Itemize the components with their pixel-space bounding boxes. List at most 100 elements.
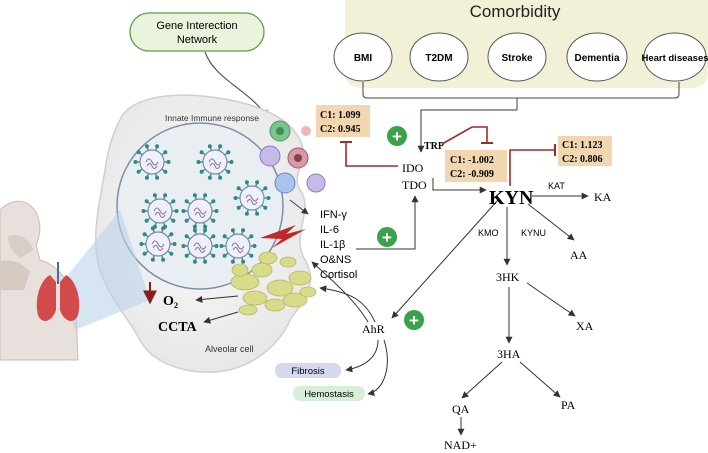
trp-label: TRP — [424, 141, 444, 152]
inhibit-line-1 — [345, 142, 398, 167]
immune-to-cytokine-arrow — [289, 199, 309, 215]
cytokine-il6: IL-6 — [320, 224, 339, 236]
fibrosis-label: Fibrosis — [291, 366, 325, 377]
cytokine-ons: O&NS — [320, 254, 351, 266]
coef-box-2: C1: -1.002 C2: -0.909 — [445, 150, 507, 182]
debris-blob — [242, 290, 268, 306]
comorbidity-dementia: Dementia — [566, 32, 628, 82]
kynu-label: KYNU — [521, 228, 546, 238]
comorbidity-to-ido-arrow — [417, 109, 517, 153]
ka-label: KA — [594, 190, 612, 204]
debris-to-o2-arrow — [195, 295, 239, 303]
virus-particle — [233, 180, 271, 216]
kmo-label: KMO — [478, 228, 499, 238]
kyn-to-aa-arrow — [527, 203, 575, 241]
virus-particle — [181, 193, 219, 229]
alveolar-label: Alveolar cell — [205, 344, 254, 354]
ido-label: IDO — [402, 161, 424, 175]
debris-blob — [288, 270, 312, 286]
3ha-label: 3HA — [497, 347, 521, 361]
comorbidity-title: Comorbidity — [470, 2, 561, 21]
hemostasis-label: Hemostasis — [304, 389, 354, 400]
comorbidity-t2dm: T2DM — [409, 32, 469, 82]
cell-debris — [230, 251, 317, 316]
comorbidity-bmi: BMI — [333, 32, 393, 82]
virus-particle — [133, 144, 171, 180]
coef3-c1: C1: 1.123 — [562, 140, 603, 151]
comorbidity-dementia-label: Dementia — [574, 53, 619, 64]
virus-particle — [219, 228, 257, 264]
comorbidity-panel: Comorbidity BMI T2DM Stroke Dementia Hea… — [333, 0, 708, 88]
virus-particle — [181, 228, 219, 264]
zoom-beam — [60, 210, 150, 330]
coef-box-1: C1: 1.099 C2: 0.945 — [316, 105, 370, 137]
virus-particle — [196, 144, 234, 180]
person-figure — [0, 200, 79, 361]
gene-network-node: Gene Interection Network — [129, 12, 265, 52]
comorbidity-bmi-label: BMI — [354, 53, 373, 64]
comorbidity-stroke-label: Stroke — [501, 53, 533, 64]
ahr-to-hemostasis-arrow — [367, 339, 388, 396]
debris-blob — [251, 262, 273, 278]
virus-particle — [139, 226, 177, 262]
kat-label: KAT — [548, 181, 565, 191]
comorbidity-heart-label: Heart diseases — [641, 53, 708, 64]
comorbidity-bracket — [362, 82, 680, 99]
xa-label: XA — [576, 319, 594, 333]
kyn-to-ahr-arrow — [391, 199, 499, 319]
trp-to-kyn-arrow — [432, 178, 487, 194]
plus-badge-comorbidity: + — [387, 126, 407, 146]
debris-blob — [266, 279, 294, 297]
3hk-to-xa-arrow — [526, 282, 576, 317]
ahr-to-fibrosis-arrow — [345, 339, 379, 373]
cytokine-ifn: IFN-γ — [320, 209, 347, 221]
plus-badge-cytokine: + — [377, 227, 397, 247]
inhibit-line-2 — [441, 126, 488, 145]
ahr-to-cytokine-arrow — [311, 261, 369, 323]
3hk-label: 3HK — [496, 270, 520, 284]
comorbidity-t2dm-label: T2DM — [425, 53, 452, 64]
coef1-c1: C1: 1.099 — [320, 110, 361, 121]
ahr-label: AhR — [362, 322, 385, 336]
inhibit-line-3 — [509, 149, 554, 186]
innate-immune-label: Innate Immune response — [165, 113, 259, 123]
plus-badge-ahr: + — [404, 310, 424, 330]
lightning-icon — [260, 225, 306, 248]
ahr-to-debris-arrow — [319, 285, 376, 323]
virus-particle — [141, 193, 179, 229]
cytokine-to-ido-arrow — [356, 195, 419, 250]
virus-cluster — [133, 144, 271, 264]
svg-text:+: + — [382, 228, 392, 247]
gene-network-line2: Network — [177, 34, 218, 46]
coef-box-3: C1: 1.123 C2: 0.806 — [558, 136, 612, 166]
tdo-label: TDO — [402, 178, 427, 192]
3ha-to-qa-arrow — [461, 361, 503, 399]
kyn-label: KYN — [489, 187, 534, 209]
lungs-icon — [36, 262, 80, 322]
cytokine-cortisol: Cortisol — [320, 269, 357, 281]
debris-blob — [231, 263, 249, 277]
svg-text:+: + — [409, 311, 419, 330]
debris-blob — [230, 273, 260, 291]
fibrosis-badge: Fibrosis — [275, 363, 341, 378]
debris-blob — [279, 256, 297, 268]
svg-text:+: + — [392, 127, 402, 146]
hemostasis-badge: Hemostasis — [293, 386, 365, 401]
debris-blob — [299, 286, 317, 298]
o2-label: O₂ — [163, 294, 178, 309]
coef1-c2: C2: 0.945 — [320, 124, 361, 135]
comorbidity-heart: Heart diseases — [641, 32, 708, 82]
debris-blob — [238, 304, 258, 316]
cytokine-il1b: IL-1β — [320, 239, 345, 251]
debris-to-ccta-arrow — [203, 311, 239, 324]
debris-blob — [282, 292, 308, 308]
coef2-c2: C2: -0.909 — [450, 169, 494, 180]
gene-network-line1: Gene Interection — [156, 20, 237, 32]
qa-label: QA — [452, 402, 470, 416]
nad-label: NAD+ — [444, 438, 477, 452]
cytokine-list: IFN-γ IL-6 IL-1β O&NS Cortisol — [320, 209, 357, 281]
immune-cells — [259, 120, 326, 194]
aa-label: AA — [570, 248, 588, 262]
